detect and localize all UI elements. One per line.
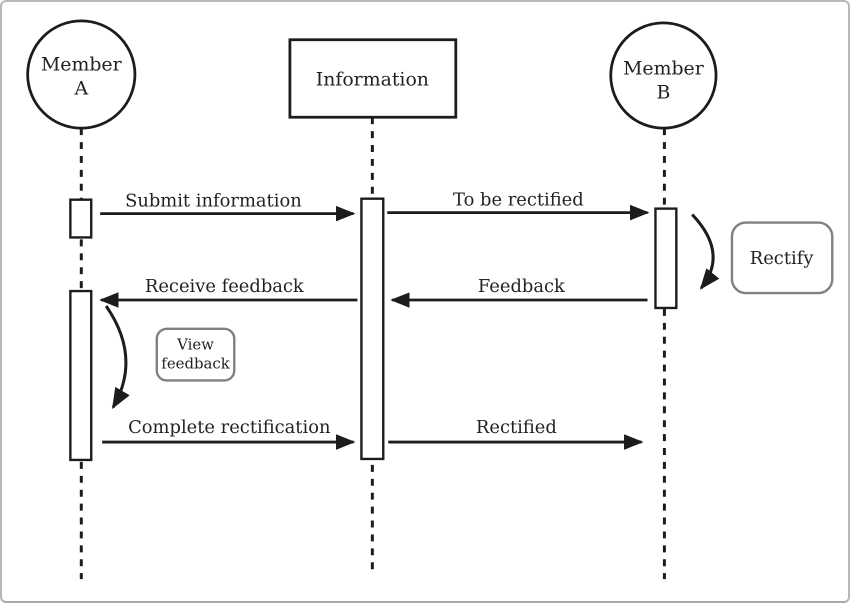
object-information-box — [288, 38, 458, 119]
message-to-be-rectified-label: To be rectified — [453, 190, 584, 211]
message-submit-information-label: Submit information — [125, 191, 302, 212]
message-rectified-label: Rectified — [476, 417, 557, 438]
activation-member-b — [654, 207, 678, 310]
actor-member-a-label-line2: A — [73, 77, 88, 99]
message-receive-feedback-label: Receive feedback — [145, 276, 304, 297]
annotation-view-feedback-label-line2: feedback — [161, 355, 230, 373]
object-information-label: Information — [316, 68, 429, 90]
annotation-rectify-label: Rectify — [750, 248, 815, 269]
annotation-rectify-box — [730, 221, 834, 295]
activation-information — [360, 197, 385, 461]
actor-member-a-label-line1: Member — [41, 54, 123, 76]
annotation-view-feedback-label-line1: View — [176, 336, 214, 354]
message-feedback-label: Feedback — [478, 276, 565, 297]
annotation-view-feedback-box — [155, 327, 236, 382]
self-call-member-a-arrow — [104, 305, 130, 410]
activation-member-a-1 — [69, 198, 93, 239]
activation-member-a-2 — [69, 289, 93, 462]
actor-member-b-circle — [609, 21, 718, 130]
actor-member-b-label-line1: Member — [623, 58, 705, 80]
self-call-member-b-arrow — [691, 213, 720, 290]
message-complete-rectification-label: Complete rectification — [128, 417, 331, 438]
actor-member-b-label-line2: B — [656, 81, 670, 103]
actor-member-a-circle — [26, 19, 137, 130]
